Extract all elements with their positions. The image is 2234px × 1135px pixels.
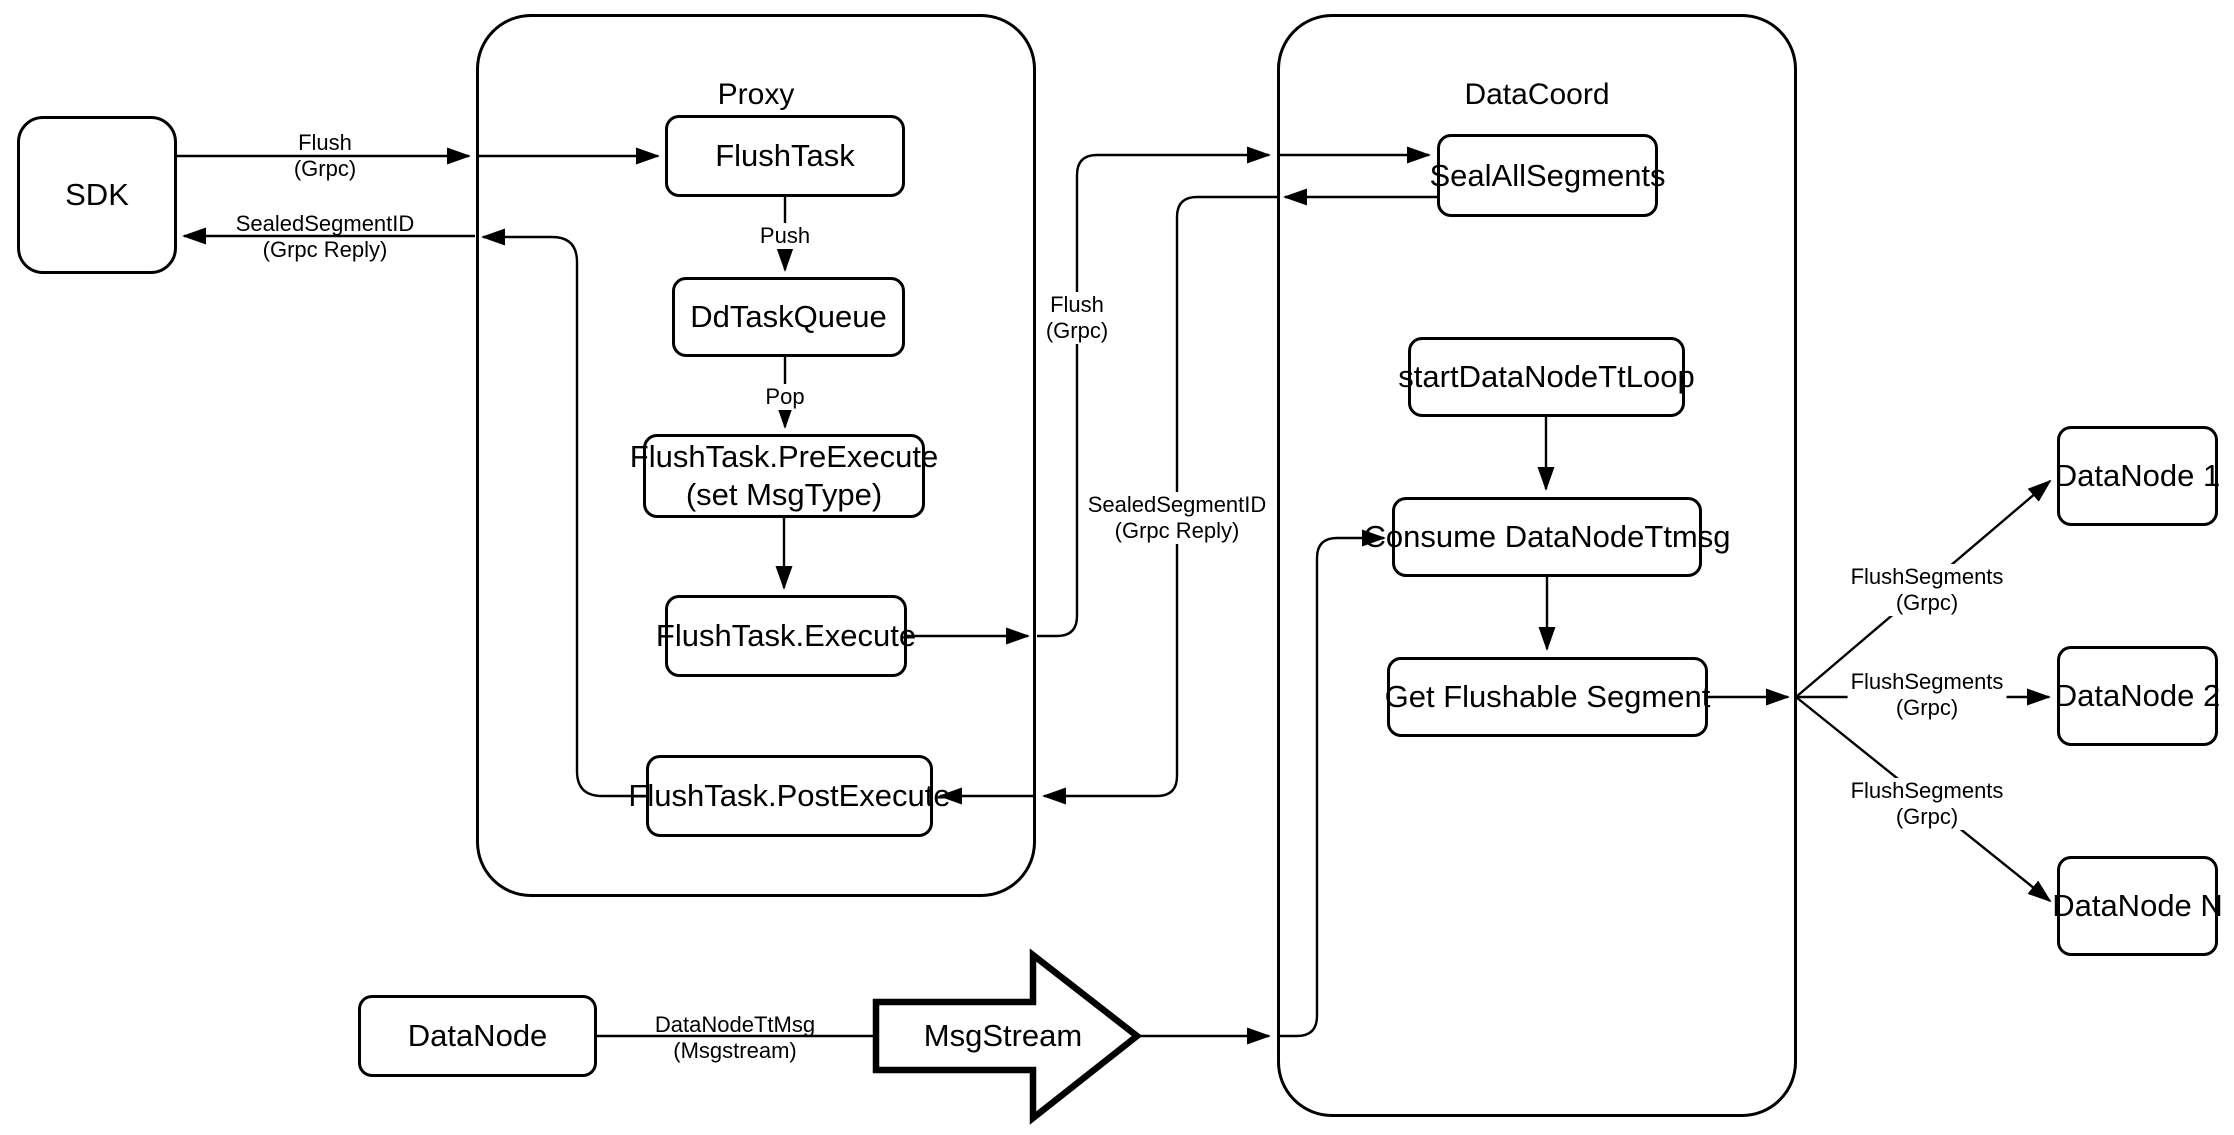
edge-proxy-flush-to-datacoord bbox=[1037, 146, 1271, 638]
msgstream-block-arrow bbox=[872, 948, 1143, 1125]
node-seal-all-segments-label: SealAllSegments bbox=[1429, 157, 1666, 193]
datacoord-title: DataCoord bbox=[1464, 78, 1610, 111]
node-start-data-node-tt-loop-label: startDataNodeTtLoop bbox=[1398, 359, 1695, 394]
node-sdk-label: SDK bbox=[65, 177, 129, 212]
node-dd-task-queue: DdTaskQueue bbox=[672, 277, 905, 357]
label-proxy-flush: Flush (Grpc) bbox=[1042, 292, 1112, 344]
node-flush-task-post-execute: FlushTask.PostExecute bbox=[628, 755, 951, 837]
label-datanode-ttmsg: DataNodeTtMsg (Msgstream) bbox=[654, 1012, 816, 1063]
node-flush-task-pre-execute-sublabel: (set MsgType) bbox=[685, 477, 883, 512]
node-flush-task-post-execute-label: FlushTask.PostExecute bbox=[628, 778, 951, 813]
node-get-flushable-segment-label: Get Flushable Segment bbox=[1384, 679, 1711, 714]
node-data-node-1-label: DataNode 1 bbox=[2054, 458, 2221, 493]
label-push: Push bbox=[756, 223, 814, 249]
node-data-node-label: DataNode bbox=[407, 1018, 548, 1053]
label-pop: Pop bbox=[762, 384, 808, 410]
node-sdk: SDK bbox=[17, 116, 177, 274]
node-consume-data-node-ttmsg: Consume DataNodeTtmsg bbox=[1364, 497, 1731, 577]
node-flush-task-execute: FlushTask.Execute bbox=[656, 595, 916, 677]
node-flush-task-label: FlushTask bbox=[715, 138, 855, 173]
label-sdk-flush: Flush (Grpc) bbox=[293, 130, 357, 181]
label-flush-segments-3: FlushSegments (Grpc) bbox=[1847, 778, 2007, 830]
node-data-node-2-label: DataNode 2 bbox=[2054, 678, 2221, 713]
node-data-node-n-label: DataNode N bbox=[2052, 888, 2223, 923]
node-flush-task-execute-label: FlushTask.Execute bbox=[655, 618, 917, 653]
proxy-title: Proxy bbox=[717, 78, 795, 111]
node-get-flushable-segment: Get Flushable Segment bbox=[1384, 657, 1711, 737]
node-data-node-n: DataNode N bbox=[2052, 856, 2223, 956]
node-consume-data-node-ttmsg-label: Consume DataNodeTtmsg bbox=[1363, 519, 1731, 554]
datacoord-container: DataCoord bbox=[1277, 14, 1797, 1117]
node-flush-task-pre-execute: FlushTask.PreExecute (set MsgType) bbox=[630, 434, 938, 518]
label-flush-segments-2: FlushSegments (Grpc) bbox=[1847, 669, 2007, 721]
node-data-node: DataNode bbox=[358, 995, 597, 1077]
proxy-container: Proxy bbox=[476, 14, 1036, 897]
label-sdk-reply: SealedSegmentID (Grpc Reply) bbox=[235, 211, 415, 262]
edge-datacoord-edge-to-consume bbox=[1278, 529, 1386, 1038]
label-proxy-reply: SealedSegmentID (Grpc Reply) bbox=[1084, 492, 1270, 544]
label-flush-segments-1: FlushSegments (Grpc) bbox=[1847, 564, 2007, 616]
node-data-node-1: DataNode 1 bbox=[2054, 426, 2221, 526]
node-flush-task-pre-execute-label: FlushTask.PreExecute bbox=[629, 439, 939, 474]
node-start-data-node-tt-loop: startDataNodeTtLoop bbox=[1398, 337, 1695, 417]
node-flush-task: FlushTask bbox=[665, 115, 905, 197]
node-seal-all-segments: SealAllSegments bbox=[1429, 134, 1666, 217]
node-dd-task-queue-label: DdTaskQueue bbox=[690, 299, 887, 334]
edge-postexecute-to-proxy-edge bbox=[481, 228, 646, 798]
node-data-node-2: DataNode 2 bbox=[2054, 646, 2221, 746]
node-msg-stream-label: MsgStream bbox=[923, 1018, 1083, 1053]
